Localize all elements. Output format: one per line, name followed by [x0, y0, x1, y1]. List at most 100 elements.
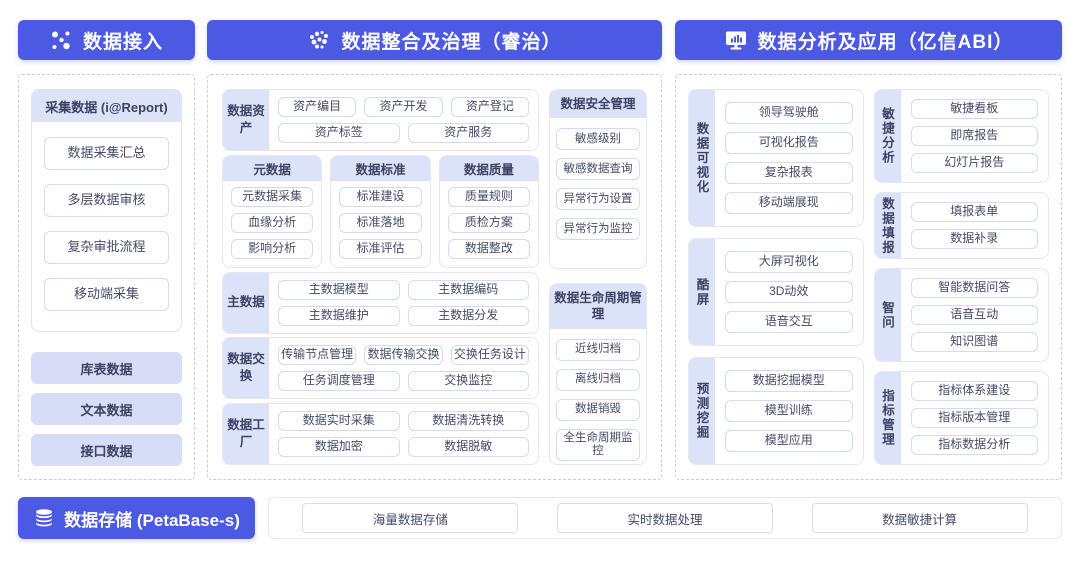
governance-item[interactable]: 敏感级别: [556, 128, 640, 151]
header-data-access[interactable]: 数据接入: [18, 20, 195, 60]
group-agile-analysis: 敏捷分析 敏捷看板 即席报告 幻灯片报告: [873, 89, 1049, 183]
governance-item[interactable]: 影响分析: [231, 238, 314, 259]
group-metadata: 元数据 元数据采集 血缘分析 影响分析: [222, 154, 323, 268]
storage-item[interactable]: 海量数据存储: [302, 503, 519, 533]
governance-item[interactable]: 敏感数据查询: [556, 158, 640, 181]
header-data-storage[interactable]: 数据存储 (PetaBase-s): [18, 497, 255, 539]
access-item[interactable]: 复杂审批流程: [44, 231, 169, 264]
analysis-item[interactable]: 数据补录: [910, 229, 1038, 249]
group-title: 数据质量: [439, 155, 538, 181]
governance-item[interactable]: 血缘分析: [231, 212, 314, 233]
group-predictive-mining: 预测挖掘 数据挖掘模型 模型训练 模型应用: [688, 357, 864, 465]
governance-item[interactable]: 异常行为设置: [556, 188, 640, 211]
analysis-item[interactable]: 语音交互: [725, 311, 853, 333]
analysis-item[interactable]: 大屏可视化: [725, 251, 853, 273]
collect-box-title: 采集数据 (i@Report): [32, 90, 181, 122]
analysis-item[interactable]: 可视化报告: [725, 132, 853, 154]
governance-item[interactable]: 主数据编码: [407, 279, 529, 300]
storage-item[interactable]: 实时数据处理: [556, 503, 773, 533]
group-label: 数据资产: [223, 90, 269, 150]
panel-data-governance: 数据资产 资产编目 资产开发 资产登记 资产标签 资产服务 元数据: [207, 74, 662, 480]
governance-item[interactable]: 传输节点管理: [278, 345, 357, 366]
analysis-item[interactable]: 3D动效: [725, 281, 853, 303]
database-icon: [36, 509, 53, 527]
governance-item[interactable]: 标准落地: [339, 212, 422, 233]
governance-item[interactable]: 近线归档: [556, 338, 640, 361]
analysis-item[interactable]: 智能数据问答: [910, 278, 1038, 298]
monitor-chart-icon: [725, 31, 746, 50]
governance-item[interactable]: 元数据采集: [231, 186, 314, 207]
analysis-item[interactable]: 即席报告: [910, 126, 1038, 146]
governance-item[interactable]: 主数据分发: [407, 305, 529, 326]
analysis-item[interactable]: 复杂报表: [725, 162, 853, 184]
governance-item[interactable]: 异常行为监控: [556, 218, 640, 241]
storage-item[interactable]: 数据敏捷计算: [811, 503, 1028, 533]
analysis-item[interactable]: 知识图谱: [910, 332, 1038, 352]
governance-item[interactable]: 数据整改: [447, 238, 530, 259]
group-data-reporting: 数据填报 填报表单 数据补录: [873, 192, 1049, 259]
group-label: 预测挖掘: [689, 358, 715, 464]
access-item[interactable]: 数据采集汇总: [44, 137, 169, 170]
governance-item[interactable]: 标准建设: [339, 186, 422, 207]
analysis-item[interactable]: 数据挖掘模型: [725, 370, 853, 392]
group-label: 指标管理: [874, 372, 901, 464]
source-button-api-data[interactable]: 接口数据: [31, 434, 182, 466]
analysis-item[interactable]: 领导驾驶舱: [725, 102, 853, 124]
governance-item[interactable]: 交换监控: [407, 371, 529, 392]
analysis-item[interactable]: 模型训练: [725, 400, 853, 422]
analysis-item[interactable]: 指标体系建设: [910, 381, 1038, 401]
panel-data-access: 采集数据 (i@Report) 数据采集汇总 多层数据审核 复杂审批流程 移动端…: [18, 74, 195, 480]
group-data-factory: 数据工厂 数据实时采集 数据清洗转换 数据加密 数据脱敏: [222, 403, 539, 465]
group-label: 敏捷分析: [874, 90, 901, 182]
governance-item[interactable]: 数据清洗转换: [407, 411, 529, 431]
group-label: 数据工厂: [223, 404, 269, 464]
analysis-item[interactable]: 模型应用: [725, 430, 853, 452]
governance-item[interactable]: 数据销毁: [556, 398, 640, 421]
group-title: 数据生命周期管理: [550, 284, 646, 329]
governance-item[interactable]: 资产登记: [450, 97, 529, 117]
access-item[interactable]: 多层数据审核: [44, 184, 169, 217]
governance-item[interactable]: 交换任务设计: [450, 345, 529, 366]
governance-item[interactable]: 主数据模型: [278, 279, 400, 300]
governance-item[interactable]: 主数据维护: [278, 305, 400, 326]
header-label: 数据整合及治理（睿治）: [341, 31, 562, 53]
governance-item[interactable]: 资产标签: [278, 123, 400, 143]
group-label: 主数据: [223, 272, 269, 333]
analysis-item[interactable]: 敏捷看板: [910, 99, 1038, 119]
governance-item[interactable]: 离线归档: [556, 368, 640, 391]
governance-item[interactable]: 资产开发: [364, 97, 443, 117]
governance-item[interactable]: 数据传输交换: [364, 345, 443, 366]
group-title: 数据标准: [331, 155, 430, 181]
analysis-item[interactable]: 填报表单: [910, 202, 1038, 222]
group-label: 数据可视化: [689, 90, 715, 226]
analysis-item[interactable]: 移动端展现: [725, 192, 853, 214]
header-label: 数据接入: [82, 31, 163, 53]
governance-item[interactable]: 全生命周期监控: [556, 428, 640, 461]
analysis-item[interactable]: 语音互动: [910, 305, 1038, 325]
governance-item[interactable]: 任务调度管理: [278, 371, 400, 392]
header-data-analysis[interactable]: 数据分析及应用（亿信ABI）: [675, 20, 1062, 60]
group-title: 元数据: [223, 155, 322, 181]
group-data-security: 数据安全管理 敏感级别 敏感数据查询 异常行为设置 异常行为监控: [549, 89, 647, 269]
governance-item[interactable]: 质量规则: [447, 186, 530, 207]
governance-item[interactable]: 标准评估: [339, 238, 422, 259]
source-button-text-data[interactable]: 文本数据: [31, 393, 182, 425]
header-data-governance[interactable]: 数据整合及治理（睿治）: [207, 20, 662, 60]
governance-item[interactable]: 资产服务: [407, 123, 529, 143]
header-label: 数据分析及应用（亿信ABI）: [757, 31, 1014, 53]
analysis-item[interactable]: 幻灯片报告: [910, 153, 1038, 173]
analysis-item[interactable]: 指标版本管理: [910, 408, 1038, 428]
group-label: 智问: [874, 269, 901, 361]
group-label: 数据交换: [223, 338, 269, 399]
governance-item[interactable]: 数据脱敏: [407, 437, 529, 457]
governance-item[interactable]: 资产编目: [278, 97, 357, 117]
access-item[interactable]: 移动端采集: [44, 278, 169, 311]
governance-item[interactable]: 质检方案: [447, 212, 530, 233]
governance-item[interactable]: 数据加密: [278, 437, 400, 457]
governance-item[interactable]: 数据实时采集: [278, 411, 400, 431]
analysis-item[interactable]: 指标数据分析: [910, 435, 1038, 455]
source-button-table-data[interactable]: 库表数据: [31, 352, 182, 384]
group-data-asset: 数据资产 资产编目 资产开发 资产登记 资产标签 资产服务: [222, 89, 539, 151]
group-label: 酷屏: [689, 239, 715, 345]
